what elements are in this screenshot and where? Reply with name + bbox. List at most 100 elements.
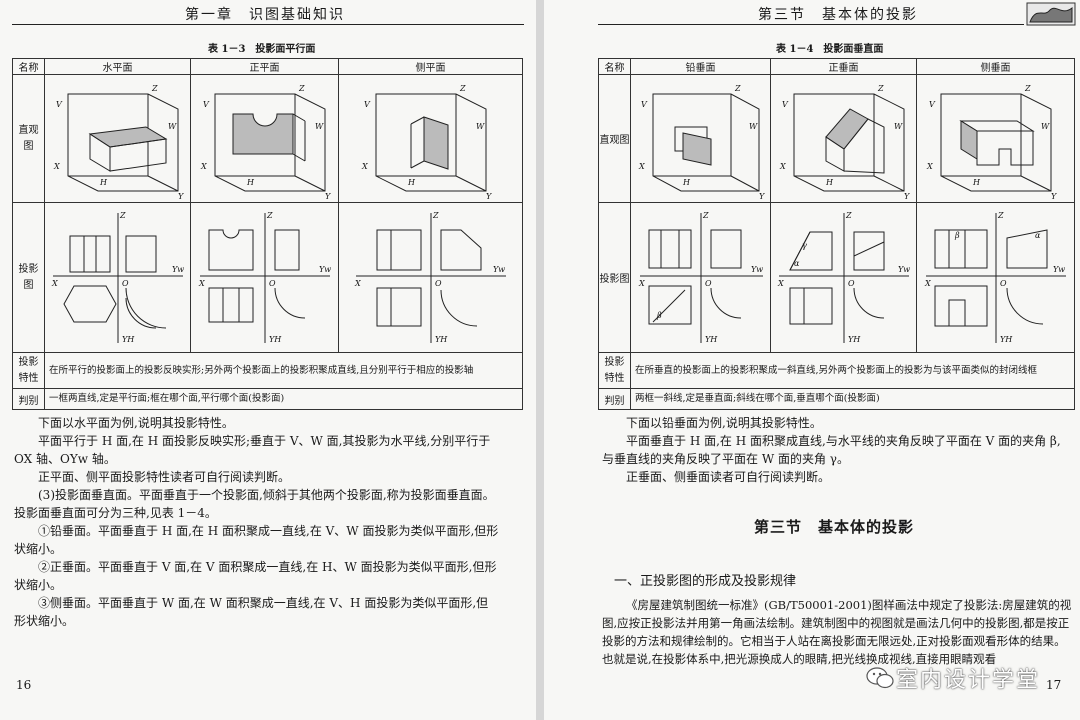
svg-text:X: X (924, 279, 931, 288)
svg-text:H: H (407, 178, 416, 187)
row-label-judge: 判别 (598, 388, 631, 410)
svg-text:V: V (56, 100, 63, 109)
paragraph: 正垂面、侧垂面读者可自行阅读判断。 (626, 470, 831, 484)
svg-text:X: X (200, 162, 207, 171)
right-body-text: 下面以铅垂面为例,说明其投影特性。 平面垂直于 H 面,在 H 面积聚成直线,与… (602, 414, 1072, 486)
svg-text:Yw: Yw (172, 265, 184, 274)
svg-text:Z: Z (845, 211, 852, 220)
svg-text:V: V (364, 100, 371, 109)
col-header-frontal: 正平面 (190, 58, 339, 75)
col-header-name: 名称 (598, 58, 631, 75)
svg-text:γ: γ (802, 241, 807, 250)
right-page: 第三节 基本体的投影 表 1－4 投影面垂直面 名称 铅垂面 正垂面 侧垂面 直… (544, 0, 1080, 720)
svg-text:Y: Y (325, 192, 331, 199)
svg-text:O: O (122, 279, 129, 288)
row-label-3d: 直观图 (598, 74, 631, 203)
judge-text: 两框一斜线,定是垂直面;斜线在哪个面,垂直哪个面(投影面) (630, 388, 1075, 410)
paragraph: 平面平行于 H 面,在 H 面投影反映实形;垂直于 V、W 面,其投影为水平线,… (14, 434, 491, 466)
svg-text:β: β (656, 311, 662, 320)
svg-text:W: W (749, 122, 758, 131)
section-title: 第三节 基本体的投影 (754, 518, 915, 536)
paragraph: ①铅垂面。平面垂直于 H 面,在 H 面积聚成一直线,在 V、W 面投影为类似平… (14, 524, 499, 556)
svg-text:Yw: Yw (493, 265, 505, 274)
paragraph: ②正垂面。平面垂直于 V 面,在 V 面积聚成一直线,在 H、W 面投影为类似平… (14, 560, 497, 592)
svg-text:X: X (51, 279, 58, 288)
svg-text:V: V (641, 100, 648, 109)
svg-text:Z: Z (997, 211, 1004, 220)
col-header-frontal-perp: 正垂面 (770, 58, 917, 75)
svg-text:V: V (203, 100, 210, 109)
svg-text:Z: Z (734, 84, 741, 93)
left-page: 第一章 识图基础知识 表 1－3 投影面平行面 名称 水平面 正平面 侧平面 直… (0, 0, 536, 720)
svg-text:Z: Z (1024, 84, 1031, 93)
svg-text:X: X (638, 162, 645, 171)
svg-text:YH: YH (122, 335, 135, 344)
svg-text:Yw: Yw (751, 265, 763, 274)
svg-text:Y: Y (178, 192, 184, 199)
page-number: 16 (16, 678, 32, 692)
svg-text:Z: Z (702, 211, 709, 220)
svg-text:Z: Z (877, 84, 884, 93)
svg-text:X: X (926, 162, 933, 171)
svg-text:W: W (315, 122, 324, 131)
running-head: 第一章 识图基础知识 (185, 7, 345, 23)
table-title: 表 1－3 投影面平行面 (208, 44, 316, 55)
svg-text:β: β (954, 231, 960, 240)
svg-text:Z: Z (151, 84, 158, 93)
row-label-judge: 判别 (12, 388, 45, 410)
svg-text:X: X (198, 279, 205, 288)
running-head: 第三节 基本体的投影 (758, 7, 918, 23)
svg-text:X: X (354, 279, 361, 288)
svg-text:Z: Z (459, 84, 466, 93)
svg-text:O: O (705, 279, 712, 288)
svg-text:Y: Y (1051, 192, 1057, 199)
svg-text:W: W (894, 122, 903, 131)
svg-text:X: X (779, 162, 786, 171)
col-header-name: 名称 (12, 58, 45, 75)
svg-text:X: X (53, 162, 60, 171)
svg-text:H: H (825, 178, 834, 187)
svg-text:Yw: Yw (1053, 265, 1065, 274)
svg-text:X: X (361, 162, 368, 171)
header-rule (598, 24, 1024, 25)
svg-text:O: O (1000, 279, 1007, 288)
left-body-text: 下面以水平面为例,说明其投影特性。 平面平行于 H 面,在 H 面投影反映实形;… (14, 414, 500, 630)
paragraph: 平面垂直于 H 面,在 H 面积聚成直线,与水平线的夹角反映了平面在 V 面的夹… (602, 434, 1061, 466)
svg-text:YH: YH (269, 335, 282, 344)
book-gutter (536, 0, 544, 720)
svg-text:X: X (777, 279, 784, 288)
col-header-profile: 侧平面 (338, 58, 523, 75)
svg-text:YH: YH (705, 335, 718, 344)
header-rule (12, 24, 524, 25)
right-body-paragraph: 《房屋建筑制图统一标准》(GB/T50001-2001)图样画法中规定了投影法:… (602, 596, 1072, 668)
row-label-projection: 投影图 (12, 202, 45, 353)
svg-text:V: V (929, 100, 936, 109)
svg-text:V: V (782, 100, 789, 109)
svg-text:α: α (794, 259, 800, 268)
row-label-3d: 直观图 (12, 74, 45, 203)
svg-text:O: O (848, 279, 855, 288)
row-label-property: 投影特性 (598, 352, 631, 389)
judge-text: 一框两直线,定是平行面;框在哪个面,平行哪个面(投影面) (44, 388, 523, 410)
svg-text:O: O (435, 279, 442, 288)
row-label-property: 投影特性 (12, 352, 45, 389)
svg-text:YH: YH (435, 335, 448, 344)
svg-text:Z: Z (119, 211, 126, 220)
svg-text:Z: Z (298, 84, 305, 93)
property-text: 在所垂直的投影面上的投影积聚成一斜直线,另外两个投影面上的投影为与该平面类似的封… (630, 352, 1075, 389)
svg-text:Z: Z (432, 211, 439, 220)
paragraph: ③侧垂面。平面垂直于 W 面,在 W 面积聚成一直线,在 V、H 面投影为类似平… (14, 596, 489, 628)
svg-text:Y: Y (759, 192, 765, 199)
col-header-profile-perp: 侧垂面 (916, 58, 1075, 75)
